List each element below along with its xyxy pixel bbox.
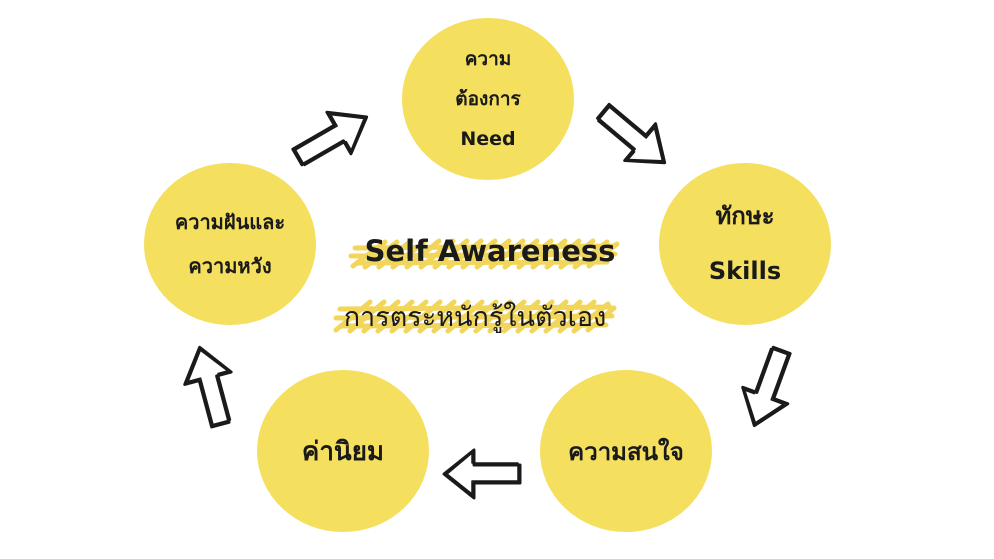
node-interest-label: ความสนใจ: [568, 437, 684, 466]
node-need-line3: Need: [460, 128, 516, 150]
node-need: ความ ต้องการ Need: [402, 18, 574, 180]
node-dream: ความฝันและ ความหวัง: [144, 163, 316, 325]
node-need-line1: ความ: [464, 48, 512, 70]
node-values-label: ค่านิยม: [301, 436, 385, 467]
arrow-down-right-icon: [596, 102, 667, 165]
center-subtitle: การตระหนักรู้ในตัวเอง: [343, 301, 607, 333]
arrow-up-right-icon: [291, 110, 369, 167]
node-dream-line2: ความหวัง: [188, 254, 272, 278]
node-skills-line1: ทักษะ: [715, 202, 775, 230]
node-need-line2: ต้องการ: [455, 88, 521, 110]
node-dream-line1: ความฝันและ: [174, 210, 286, 234]
arrow-up-icon: [183, 345, 233, 429]
subtitle-highlight-scribble: [333, 299, 617, 334]
node-skills: ทักษะ Skills: [659, 163, 831, 325]
title-highlight-scribble: [348, 238, 620, 270]
node-skills-line2: Skills: [708, 257, 782, 285]
arrow-down-left-icon: [741, 345, 792, 428]
arrow-left-icon: [442, 448, 522, 500]
node-values: ค่านิยม: [257, 370, 429, 532]
center-title: Self Awareness: [364, 234, 616, 268]
node-interest: ความสนใจ: [540, 370, 712, 532]
